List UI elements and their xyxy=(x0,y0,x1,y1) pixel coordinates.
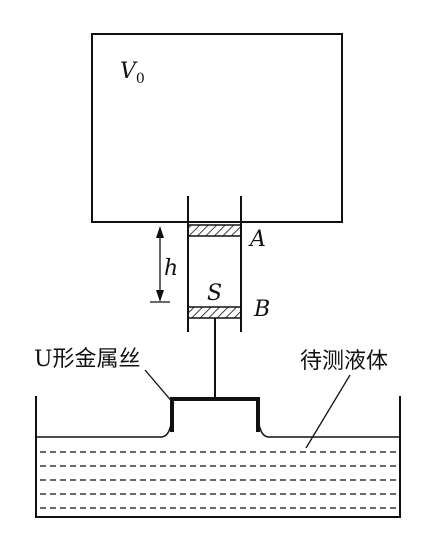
wire-leader-line xyxy=(144,369,175,405)
piston-b xyxy=(187,306,242,319)
height-arrow-up xyxy=(156,226,164,238)
wire-label: U形金属丝 xyxy=(34,347,141,372)
liquid-leader-line xyxy=(305,374,351,449)
container-box xyxy=(91,33,343,223)
liquid-label: 待测液体 xyxy=(300,349,388,374)
height-label: h xyxy=(164,256,178,281)
liquid-container xyxy=(35,396,401,518)
u-shaped-wire xyxy=(170,397,260,432)
plate-a xyxy=(187,224,242,237)
liquid-surface xyxy=(36,419,400,438)
volume-label: V0 xyxy=(120,59,145,87)
volume-subscript: 0 xyxy=(136,71,145,87)
liquid-dashes xyxy=(40,451,396,509)
height-arrow-down xyxy=(156,290,164,302)
point-a-label: A xyxy=(248,227,266,252)
point-b-label: B xyxy=(253,297,270,322)
area-label: S xyxy=(207,281,222,306)
